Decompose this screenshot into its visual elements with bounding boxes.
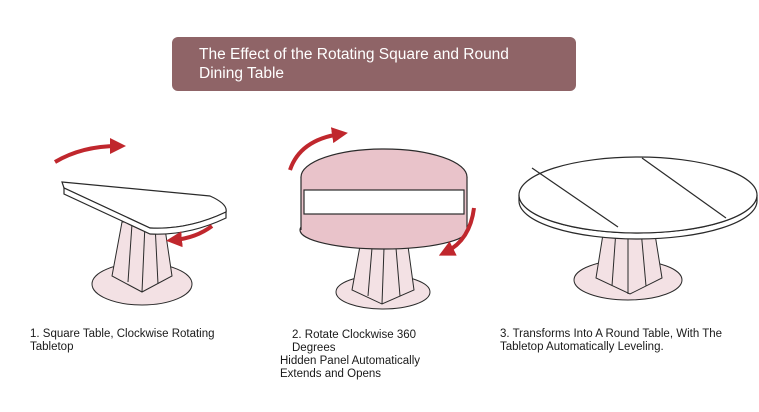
round-table-illustration	[518, 156, 758, 301]
step-3-caption: 3. Transforms Into A Round Table, With T…	[500, 328, 750, 354]
step-2-line-2: Degrees	[292, 342, 336, 354]
step-2-line-3: Hidden Panel Automatically	[280, 355, 420, 367]
step-3-line-1: 3. Transforms Into A Round Table, With T…	[500, 328, 723, 340]
table-1-arrow-top-icon	[53, 138, 126, 164]
table-1-tabletop	[61, 181, 227, 235]
step-1-line-1: 1. Square Table, Clockwise Rotating	[30, 328, 215, 340]
table-2-arrow-bottom-icon	[438, 207, 476, 256]
table-2-arrow-top-icon	[288, 127, 348, 171]
step-3-line-2: Tabletop Automatically Leveling.	[500, 341, 664, 353]
square-table-illustration	[53, 138, 227, 306]
step-2-line-1: 2. Rotate Clockwise 360	[292, 329, 417, 341]
table-2-hidden-panel	[303, 189, 465, 215]
table-3-tabletop	[518, 156, 758, 240]
table-1-arrow-bottom-icon	[166, 224, 214, 248]
title-line-2: Dining Table	[199, 65, 285, 82]
step-2-line-4: Extends and Opens	[280, 368, 382, 380]
step-2-caption: 2. Rotate Clockwise 360 Degrees Hidden P…	[280, 329, 460, 381]
table-2-tabletop	[299, 148, 469, 250]
step-1-caption: 1. Square Table, Clockwise Rotating Tabl…	[30, 328, 250, 354]
step-1-line-2: Tabletop	[30, 341, 74, 353]
title-banner: The Effect of the Rotating Square and Ro…	[172, 37, 576, 91]
title-line-1: The Effect of the Rotating Square and Ro…	[199, 46, 509, 63]
rotating-table-illustration	[288, 127, 476, 310]
